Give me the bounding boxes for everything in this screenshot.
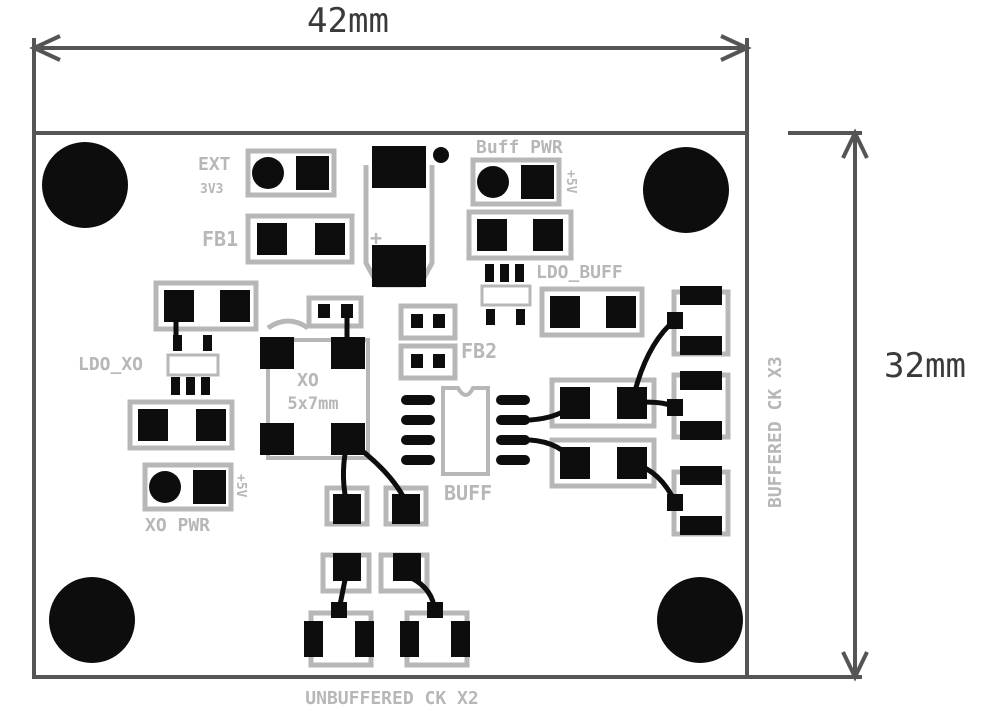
- buffered-series-resistors: [549, 377, 657, 489]
- fb1-footprint: [245, 213, 355, 265]
- ldo-xo-input-cap: [153, 280, 259, 332]
- xo-size-label: 5x7mm: [287, 394, 338, 414]
- mounting-hole-top-right: [643, 147, 729, 233]
- mounting-hole-bottom-left: [49, 577, 135, 663]
- ext-voltage-label: 3V3: [200, 182, 223, 197]
- fb2-cap-bottom: [398, 343, 458, 381]
- ext-header: [245, 148, 337, 198]
- ldo-buff-cap: [539, 286, 645, 338]
- unbuffered-ck-label: UNBUFFERED CK X2: [305, 688, 478, 709]
- fb1-label: FB1: [202, 227, 238, 251]
- xo-pwr-header: [142, 462, 234, 512]
- xo-decoupling-cap: [306, 295, 364, 329]
- height-dimension: [740, 128, 869, 682]
- height-label: 32mm: [884, 346, 966, 386]
- xo-oscillator: [260, 318, 370, 460]
- electrolytic-capacitor: +: [363, 146, 449, 288]
- unbuffered-connector-2: [400, 602, 470, 668]
- unbuffered-connector-1: [304, 602, 374, 668]
- xo-label: XO: [297, 370, 319, 391]
- svg-text:+: +: [370, 226, 382, 250]
- ldo-xo-label: LDO_XO: [78, 354, 143, 375]
- buff-pwr-voltage-label: +5V: [563, 170, 578, 194]
- ldo-xo-output-cap: [127, 399, 235, 451]
- ldo-xo: [166, 335, 220, 395]
- buffered-connector-3: [667, 466, 731, 537]
- buff-pwr-label: Buff PWR: [476, 137, 563, 158]
- ldo-buff-label: LDO_BUFF: [536, 262, 623, 283]
- width-label: 42mm: [307, 1, 389, 41]
- ext-label: EXT: [198, 154, 231, 175]
- buff-ic: [401, 386, 530, 476]
- fb2-cap-top: [398, 303, 458, 341]
- buff-cap-footprint: [466, 209, 574, 261]
- width-dimension: [29, 34, 752, 135]
- mounting-hole-bottom-right: [657, 577, 743, 663]
- buff-pwr-header: [470, 157, 562, 207]
- mounting-hole-top-left: [42, 142, 128, 228]
- xo-pwr-label: XO PWR: [145, 515, 210, 536]
- buff-label: BUFF: [444, 481, 492, 505]
- fb2-label: FB2: [461, 339, 497, 363]
- buffered-ck-label: BUFFERED CK X3: [765, 356, 786, 508]
- ldo-buff: [480, 264, 532, 325]
- board-outline: [32, 131, 749, 679]
- xo-pwr-voltage-label: +5V: [233, 474, 248, 498]
